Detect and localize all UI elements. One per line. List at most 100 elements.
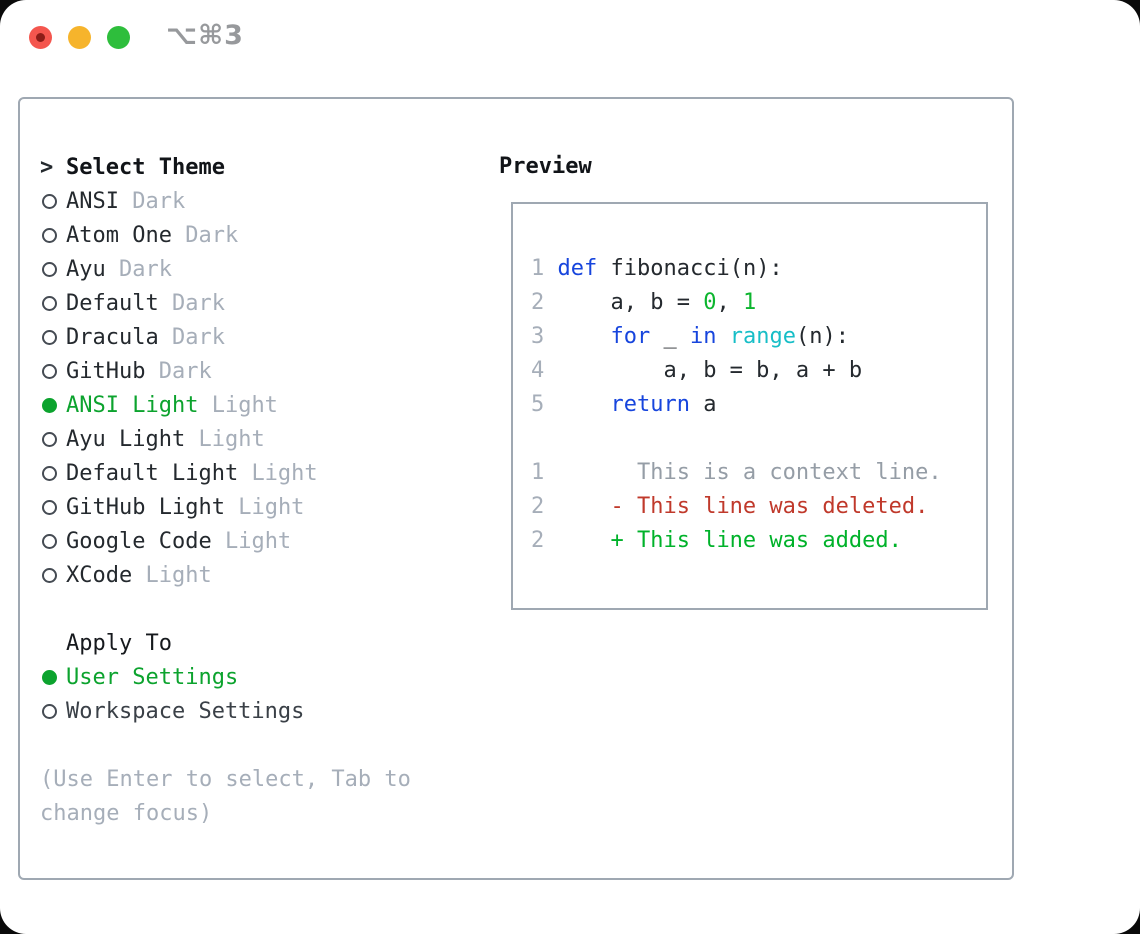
code-token-plain: a, b =	[557, 290, 704, 315]
window-controls	[29, 26, 130, 49]
panel-title: Select Theme	[66, 154, 225, 180]
prompt-caret-icon: >	[40, 154, 54, 180]
keyboard-shortcut-label: ⌥⌘3	[166, 20, 244, 51]
line-number: 2	[531, 528, 558, 553]
line-number: 2	[531, 494, 558, 519]
theme-option[interactable]: Ayu Dark	[40, 252, 480, 286]
radio-icon	[42, 465, 57, 481]
code-line: 1 def fibonacci(n):	[531, 252, 986, 286]
theme-option[interactable]: Dracula Dark	[40, 320, 480, 354]
apply-to-option[interactable]: Workspace Settings	[40, 694, 480, 728]
line-number: 5	[531, 392, 558, 417]
code-line	[531, 422, 986, 456]
theme-variant: Light	[238, 494, 305, 520]
close-button[interactable]	[29, 26, 52, 49]
theme-name: XCode	[66, 562, 133, 588]
code-token-keyword: in	[689, 324, 717, 349]
line-number: 1	[531, 256, 558, 281]
theme-name: ANSI	[66, 188, 119, 214]
theme-name: GitHub Light	[66, 494, 225, 520]
theme-name: Ayu Light	[66, 426, 186, 452]
theme-option[interactable]: Ayu Light Light	[40, 422, 480, 456]
code-token-keyword: return	[610, 392, 690, 417]
theme-option[interactable]: Default Dark	[40, 286, 480, 320]
theme-option[interactable]: ANSI Dark	[40, 184, 480, 218]
select-theme-header: > Select Theme	[40, 150, 480, 184]
theme-name: Google Code	[66, 528, 212, 554]
code-token-number: 0	[703, 290, 717, 315]
code-token-added: + This line was added.	[557, 528, 902, 553]
theme-name: Dracula	[66, 324, 159, 350]
apply-to-option[interactable]: User Settings	[40, 660, 480, 694]
code-line: 2 - This line was deleted.	[531, 490, 986, 524]
apply-to-title: Apply To	[66, 630, 172, 656]
radio-icon	[42, 261, 57, 277]
hint-line: change focus)	[40, 800, 213, 826]
radio-icon	[42, 703, 57, 719]
theme-option[interactable]: Atom One Dark	[40, 218, 480, 252]
radio-icon	[42, 193, 57, 209]
code-token-plain: (n):	[795, 324, 849, 349]
line-number: 4	[531, 358, 558, 383]
radio-icon	[42, 567, 57, 583]
theme-variant: Dark	[171, 324, 225, 350]
line-number: 1	[531, 460, 558, 485]
theme-name: Default Light	[66, 460, 239, 486]
theme-variant: Light	[251, 460, 318, 486]
theme-option[interactable]: XCode Light	[40, 558, 480, 592]
radio-icon	[42, 227, 57, 243]
radio-icon	[42, 363, 57, 379]
minimize-button[interactable]	[68, 26, 91, 49]
theme-option[interactable]: ANSI Light Light	[40, 388, 480, 422]
code-line: 3 for _ in range(n):	[531, 320, 986, 354]
theme-variant: Dark	[119, 256, 172, 282]
theme-variant: Light	[145, 562, 212, 588]
theme-name: GitHub	[66, 358, 146, 384]
code-token-deleted: - This line was deleted.	[557, 494, 929, 519]
radio-icon	[42, 295, 57, 311]
code-token-builtin: range	[729, 324, 796, 349]
radio-icon	[42, 499, 57, 515]
line-number: 3	[531, 324, 558, 349]
theme-variant: Light	[224, 528, 292, 554]
code-line: 2 a, b = 0, 1	[531, 286, 986, 320]
theme-variant: Dark	[132, 188, 186, 214]
theme-variant: Dark	[171, 290, 225, 316]
theme-option[interactable]: GitHub Dark	[40, 354, 480, 388]
apply-to-header: Apply To	[40, 626, 480, 660]
code-token-plain: a	[689, 392, 717, 417]
theme-option[interactable]: Default Light Light	[40, 456, 480, 490]
theme-variant: Light	[211, 392, 278, 418]
code-token-plain	[558, 324, 611, 349]
code-token-plain: ,	[716, 290, 743, 315]
theme-option[interactable]: GitHub Light Light	[40, 490, 480, 524]
radio-icon	[42, 669, 57, 685]
zoom-button[interactable]	[107, 26, 130, 49]
code-token-plain: _	[650, 324, 690, 349]
theme-option[interactable]: Google Code Light	[40, 524, 480, 558]
hint-line: (Use Enter to select, Tab to	[40, 766, 411, 792]
preview-title: Preview	[499, 154, 592, 179]
radio-icon	[42, 431, 57, 447]
radio-icon	[42, 533, 57, 549]
code-token-plain: a, b = b, a + b	[557, 358, 863, 383]
code-token-plain	[558, 392, 611, 417]
apply-to-label: Workspace Settings	[66, 698, 305, 724]
theme-name: Default	[66, 290, 159, 316]
code-line: 2 + This line was added.	[531, 524, 986, 558]
code-line: 1 This is a context line.	[531, 456, 986, 490]
apply-to-label: User Settings	[66, 664, 239, 690]
theme-name: ANSI Light	[66, 392, 199, 418]
code-token-number: 1	[742, 290, 757, 315]
code-token-keyword: for	[610, 324, 651, 349]
theme-variant: Light	[198, 426, 265, 452]
theme-variant: Dark	[158, 358, 212, 384]
theme-variant: Dark	[185, 222, 239, 248]
